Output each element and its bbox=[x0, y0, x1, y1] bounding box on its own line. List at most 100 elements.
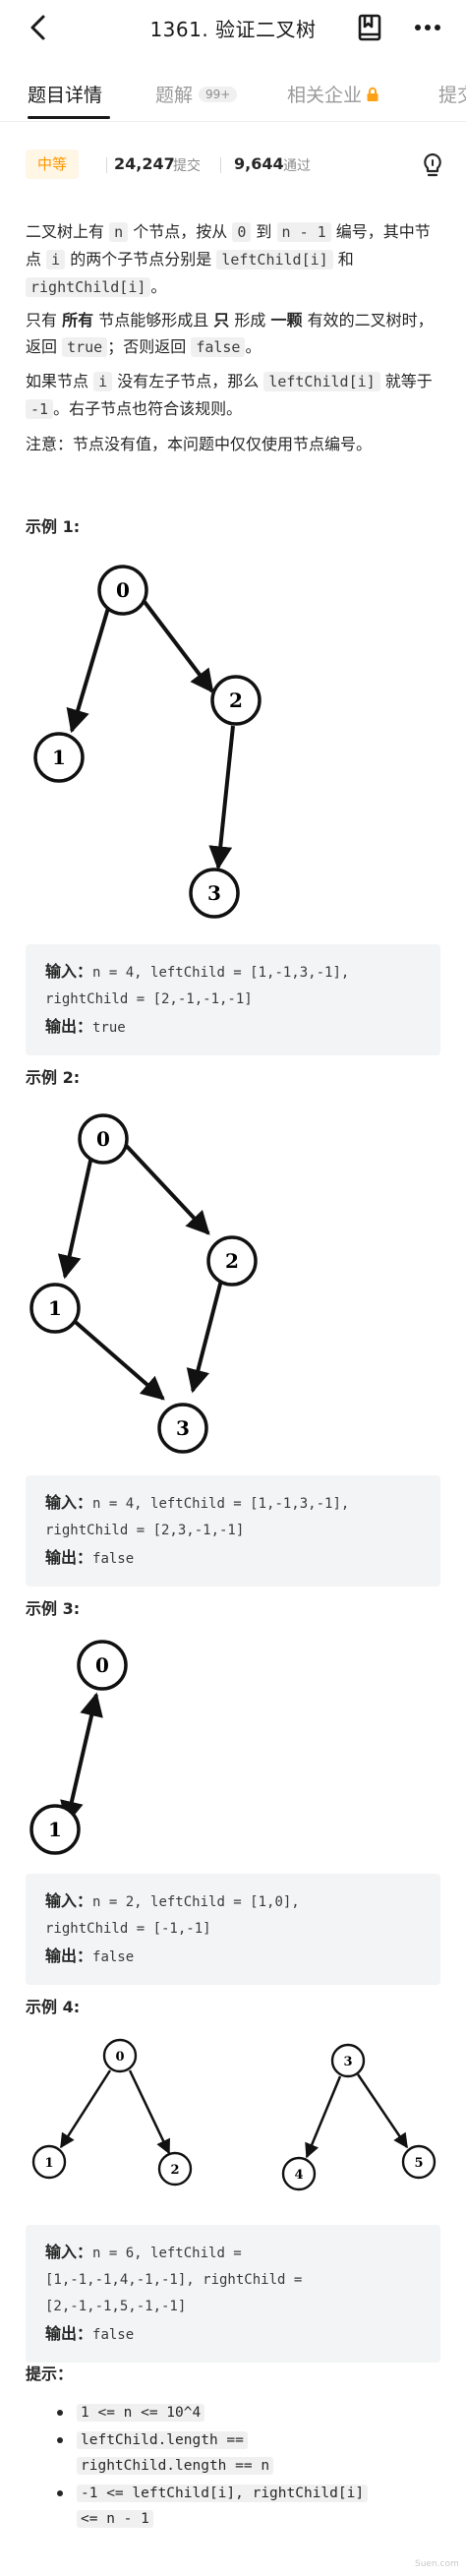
active-tab-indicator bbox=[28, 116, 110, 119]
tree-node: 1 bbox=[29, 1283, 81, 1334]
example-4-tree-diagram: 0 1 2 3 4 5 bbox=[31, 2038, 437, 2191]
example-3-io-block: 输入：n = 2, leftChild = [1,0], rightChild … bbox=[26, 1874, 440, 1985]
input-label: 输入： bbox=[45, 962, 93, 981]
input-label: 输入： bbox=[45, 1493, 93, 1512]
tree-node: 2 bbox=[210, 675, 262, 726]
accepted-label: 通过 bbox=[283, 158, 311, 174]
input-value: rightChild = [-1,-1] bbox=[45, 1921, 211, 1937]
tree-node: 0 bbox=[77, 1640, 128, 1691]
divider bbox=[106, 157, 107, 173]
tree-node: 3 bbox=[157, 1403, 208, 1454]
tab-solutions[interactable]: 题解 99+ bbox=[155, 81, 238, 107]
example-1-tree-diagram: 0 1 2 3 bbox=[33, 565, 262, 919]
tab-label: 题目详情 bbox=[28, 85, 103, 106]
tree-node: 5 bbox=[401, 2144, 437, 2180]
tree-edge bbox=[59, 2069, 112, 2149]
tree-node: 1 bbox=[31, 2144, 67, 2180]
constraints-list: 1 <= n <= 10^4 leftChild.length ==rightC… bbox=[26, 2400, 440, 2534]
output-label: 输出： bbox=[45, 1947, 93, 1965]
example-1-io-block: 输入：n = 4, leftChild = [1,-1,3,-1], right… bbox=[26, 944, 440, 1055]
description-paragraph-1: 二叉树上有 n 个节点，按从 0 到 n - 1 编号，其中节点 i 的两个子节… bbox=[26, 222, 431, 297]
tab-problem-detail[interactable]: 题目详情 bbox=[28, 81, 102, 107]
tree-node: 0 bbox=[102, 2038, 138, 2073]
svg-text:3: 3 bbox=[343, 2055, 352, 2069]
svg-text:1: 1 bbox=[44, 2156, 53, 2171]
input-value: n = 4, leftChild = [1,-1,3,-1], bbox=[92, 1496, 350, 1512]
tab-label: 提交 bbox=[438, 85, 466, 106]
back-button[interactable] bbox=[26, 12, 53, 43]
tab-label: 题解 bbox=[155, 85, 194, 106]
tree-edge bbox=[137, 592, 214, 693]
output-value: false bbox=[92, 2327, 135, 2343]
output-value: false bbox=[92, 1949, 135, 1965]
svg-text:3: 3 bbox=[176, 1416, 190, 1440]
svg-text:0: 0 bbox=[116, 578, 130, 602]
tab-bar: 题目详情 题解 99+ 相关企业 提交 bbox=[0, 73, 466, 122]
divider bbox=[220, 157, 221, 173]
svg-text:4: 4 bbox=[294, 2168, 303, 2183]
accepted-count: 9,644 bbox=[234, 154, 284, 173]
example-1-title: 示例 1: bbox=[26, 517, 81, 536]
book-icon bbox=[358, 14, 381, 41]
example-3-title: 示例 3: bbox=[26, 1599, 81, 1618]
tree-node: 3 bbox=[330, 2043, 366, 2078]
hint-button[interactable] bbox=[417, 150, 448, 181]
input-value: n = 4, leftChild = [1,-1,3,-1], bbox=[92, 965, 350, 981]
svg-text:3: 3 bbox=[207, 881, 221, 905]
tree-edge bbox=[57, 1142, 96, 1280]
input-value: rightChild = [2,3,-1,-1] bbox=[45, 1523, 245, 1538]
tree-node: 0 bbox=[78, 1113, 129, 1165]
tree-node: 1 bbox=[33, 732, 85, 783]
example-4-io-block: 输入：n = 6, leftChild = [1,-1,-1,4,-1,-1],… bbox=[26, 2225, 440, 2363]
list-item: -1 <= leftChild[i], rightChild[i]<= n - … bbox=[26, 2481, 440, 2532]
chevron-left-icon bbox=[30, 15, 45, 40]
description-paragraph-3: 如果节点 i 没有左子节点，那么 leftChild[i] 就等于 -1。右子节… bbox=[26, 372, 433, 419]
tree-edge bbox=[186, 1268, 226, 1394]
description-note: 注意：节点没有值，本问题中仅仅使用节点编号。 bbox=[26, 435, 373, 453]
tree-node: 1 bbox=[29, 1804, 81, 1855]
list-item: leftChild.length ==rightChild.length == … bbox=[26, 2427, 440, 2479]
input-value: n = 2, leftChild = [1,0], bbox=[92, 1894, 300, 1910]
output-label: 输出： bbox=[45, 2324, 93, 2343]
tree-edge bbox=[305, 2075, 342, 2159]
example-3-tree-diagram: 0 1 bbox=[29, 1640, 128, 1855]
notes-button[interactable] bbox=[356, 12, 383, 43]
svg-text:0: 0 bbox=[95, 1653, 109, 1677]
tree-node: 0 bbox=[97, 565, 148, 616]
output-label: 输出： bbox=[45, 1548, 93, 1567]
svg-text:0: 0 bbox=[96, 1127, 110, 1151]
svg-text:2: 2 bbox=[229, 689, 243, 712]
svg-text:2: 2 bbox=[170, 2163, 179, 2178]
output-value: true bbox=[92, 1020, 126, 1036]
tab-related-companies[interactable]: 相关企业 bbox=[287, 81, 379, 107]
example-2-title: 示例 2: bbox=[26, 1068, 81, 1087]
submission-label: 提交 bbox=[173, 158, 201, 174]
tree-node: 2 bbox=[157, 2151, 193, 2187]
svg-text:0: 0 bbox=[115, 2050, 124, 2065]
output-value: false bbox=[92, 1551, 135, 1567]
tab-submissions[interactable]: 提交 bbox=[438, 81, 466, 107]
lock-icon bbox=[366, 86, 379, 107]
tree-node: 3 bbox=[189, 868, 240, 919]
output-label: 输出： bbox=[45, 1017, 93, 1036]
page-title: 1361. 验证二叉树 bbox=[149, 18, 317, 41]
problem-stats: 中等 24,247 提交 9,644 通过 bbox=[26, 150, 444, 183]
svg-text:5: 5 bbox=[414, 2156, 423, 2171]
input-value: [1,-1,-1,4,-1,-1], rightChild = bbox=[45, 2272, 303, 2288]
count-badge: 99+ bbox=[199, 87, 238, 102]
input-value: [2,-1,-1,5,-1,-1] bbox=[45, 2299, 187, 2314]
svg-text:2: 2 bbox=[225, 1249, 239, 1273]
submission-count: 24,247 bbox=[114, 154, 175, 173]
input-value: rightChild = [2,-1,-1,-1] bbox=[45, 991, 253, 1007]
svg-text:1: 1 bbox=[52, 746, 66, 769]
list-item: 1 <= n <= 10^4 bbox=[26, 2400, 440, 2426]
svg-text:1: 1 bbox=[48, 1818, 62, 1841]
input-label: 输入： bbox=[45, 1891, 93, 1910]
watermark: Suen.com bbox=[415, 2559, 459, 2569]
example-4-title: 示例 4: bbox=[26, 1998, 81, 2016]
more-button[interactable] bbox=[411, 12, 444, 43]
tree-edge bbox=[69, 1316, 165, 1401]
description-paragraph-2: 只有 所有 节点能够形成且 只 形成 一颗 有效的二叉树时，返回 true；否则… bbox=[26, 311, 434, 357]
input-label: 输入： bbox=[45, 2243, 93, 2261]
difficulty-badge: 中等 bbox=[26, 150, 80, 179]
